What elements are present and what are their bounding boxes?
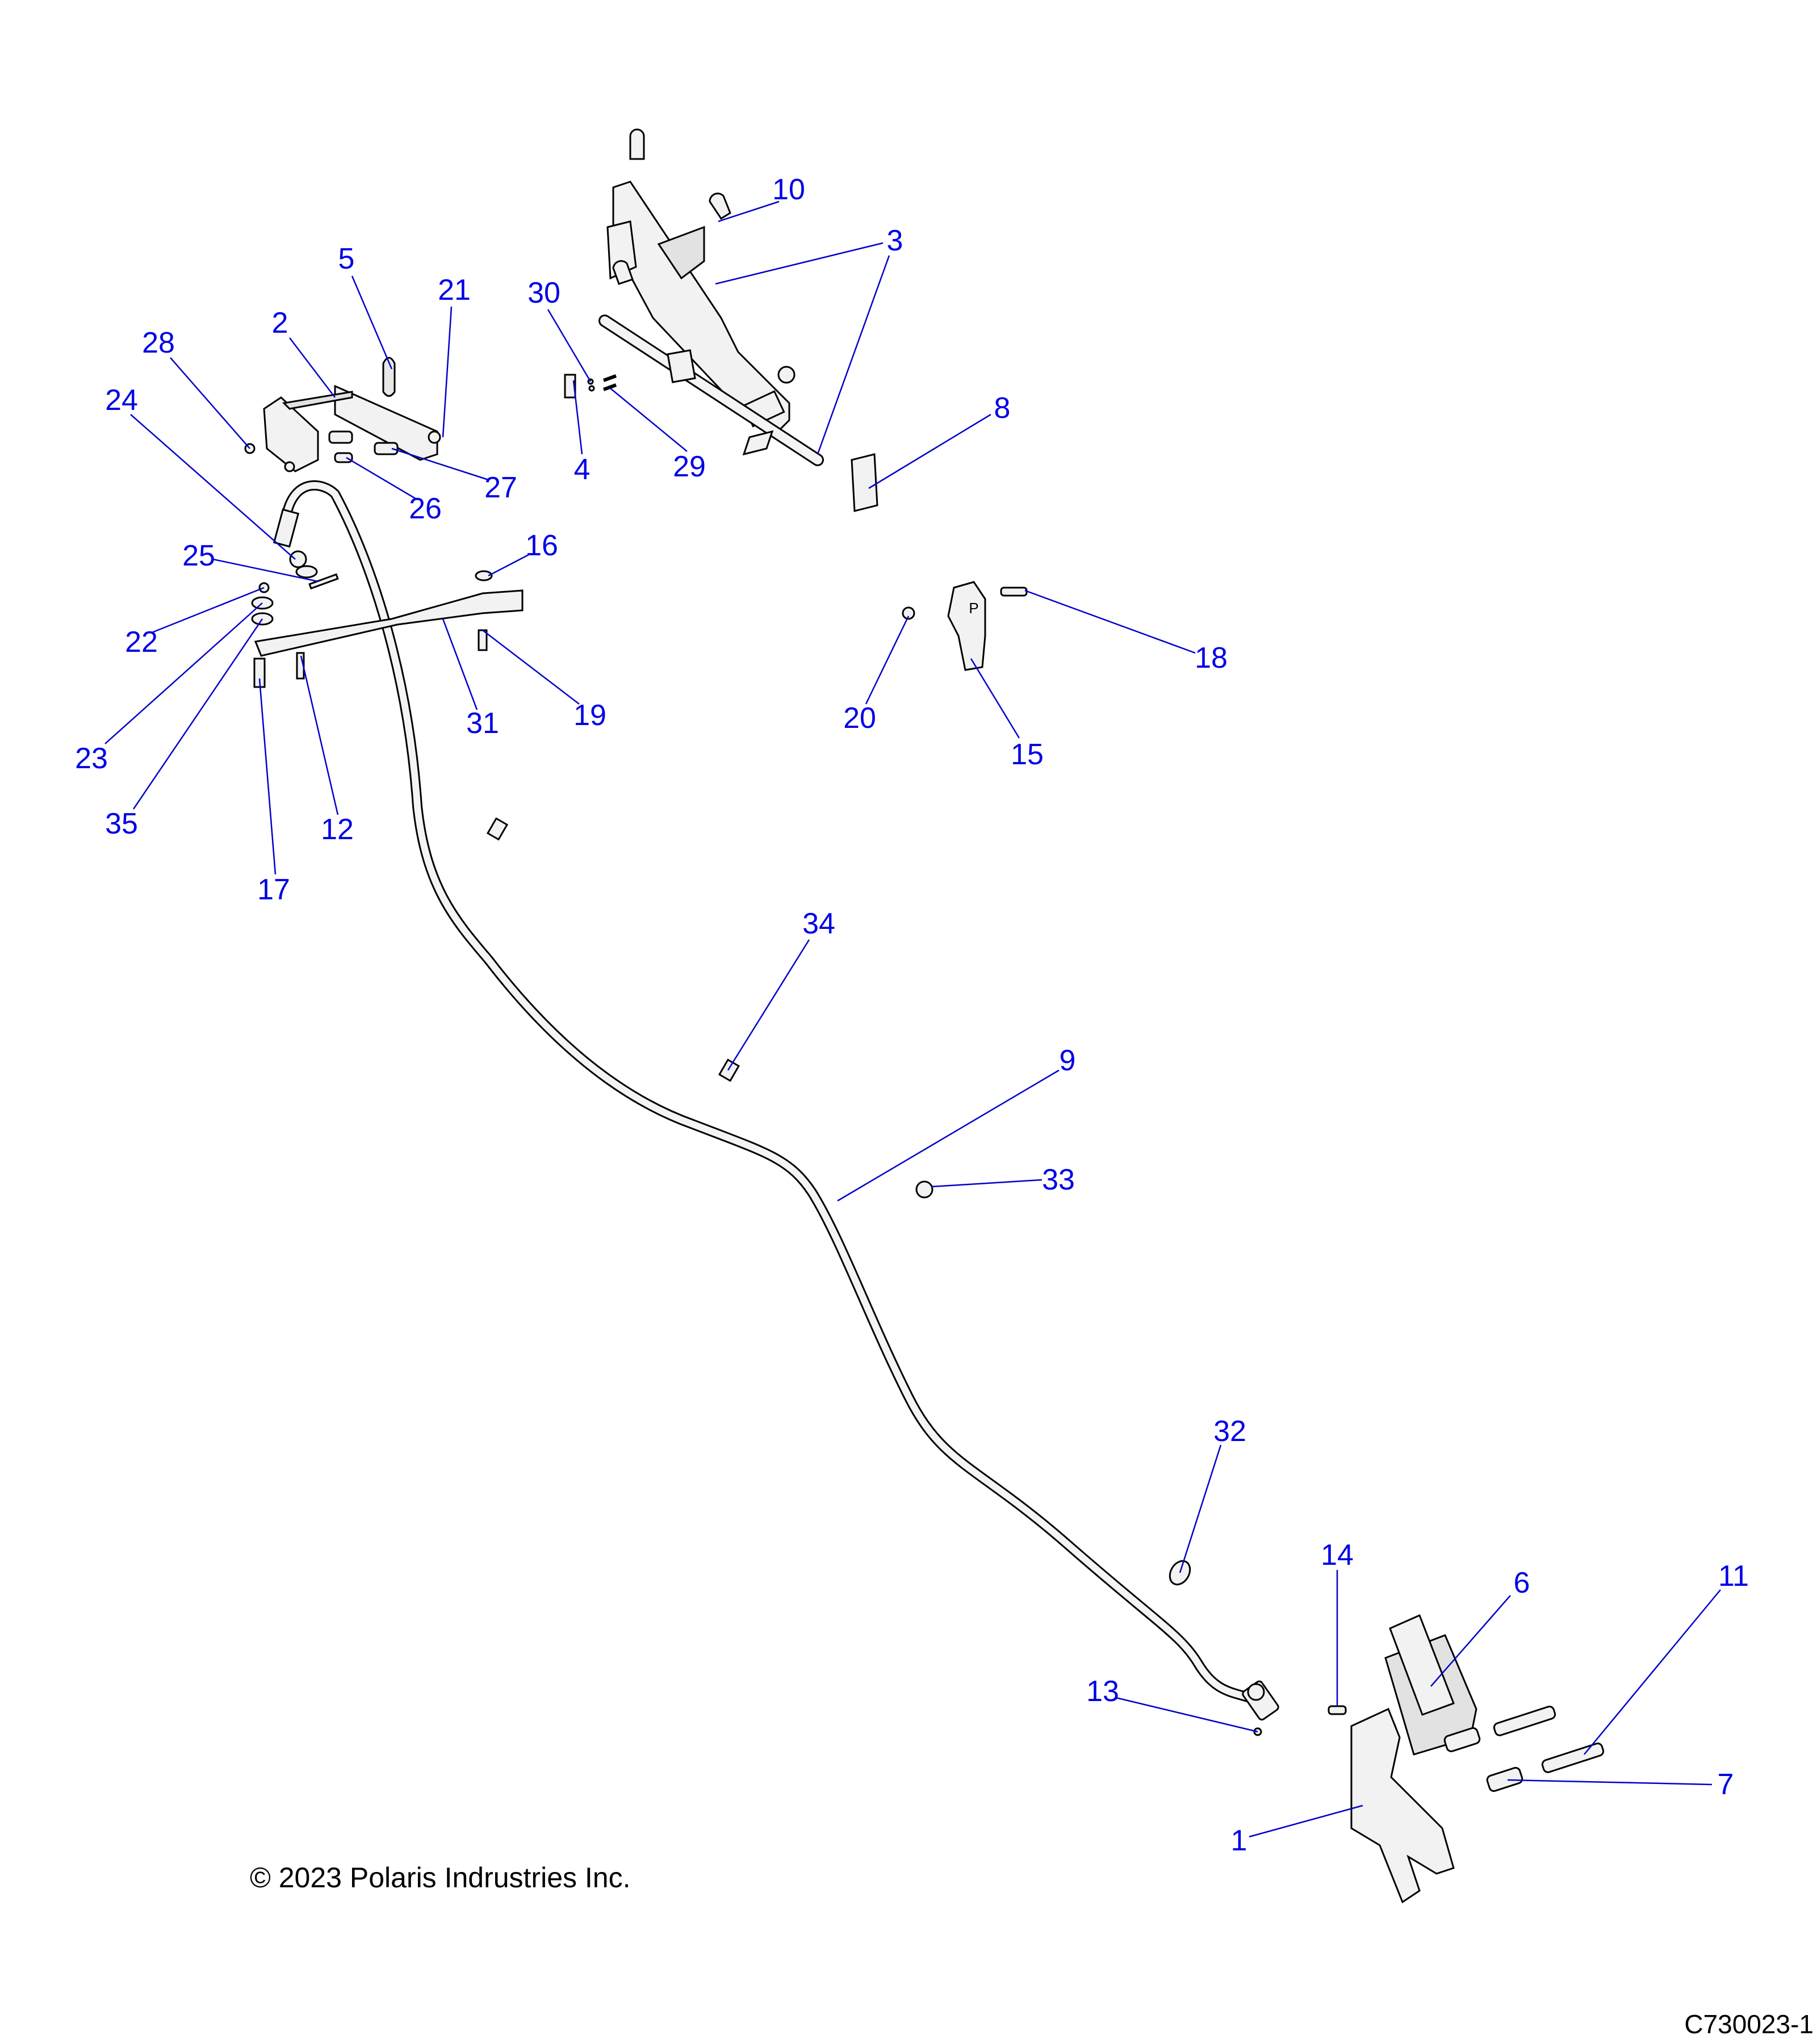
callout-2: 2 (271, 307, 288, 340)
callout-35: 35 (105, 807, 138, 840)
callout-27: 27 (484, 471, 517, 504)
callout-7: 7 (1717, 1768, 1734, 1801)
callout-11: 11 (1718, 1560, 1749, 1593)
cable-clips (486, 817, 1191, 1586)
leader-lines (104, 200, 1721, 1838)
callout-4: 4 (573, 453, 591, 486)
main-bracket (606, 128, 796, 433)
park-lever: P (902, 581, 1028, 671)
callout-34: 34 (802, 907, 835, 940)
callout-10: 10 (772, 173, 805, 206)
callout-24: 24 (105, 384, 138, 417)
brake-cable (273, 480, 1279, 1721)
callout-23: 23 (75, 742, 108, 775)
callout-12: 12 (321, 813, 354, 846)
callout-28: 28 (142, 326, 175, 359)
copyright-notice: © 2023 Polaris Indrustries Inc. (250, 1862, 631, 1894)
callout-1: 1 (1230, 1824, 1247, 1857)
small-clip-parts (564, 374, 617, 399)
park-symbol: P (969, 600, 978, 617)
callout-31: 31 (466, 707, 499, 740)
callout-26: 26 (409, 492, 442, 525)
pivot-shaft (598, 315, 824, 466)
callout-5: 5 (338, 242, 355, 275)
callout-22: 22 (125, 626, 158, 659)
callout-16: 16 (525, 529, 558, 562)
mount-bracket (244, 357, 441, 472)
callout-8: 8 (994, 392, 1011, 425)
callout-14: 14 (1321, 1539, 1354, 1572)
callout-9: 9 (1059, 1044, 1076, 1077)
callout-29: 29 (673, 450, 706, 483)
caliper-assembly (1253, 1614, 1605, 1904)
callout-19: 19 (573, 699, 606, 732)
callout-3: 3 (886, 224, 903, 257)
callout-13: 13 (1086, 1675, 1119, 1708)
brake-arm (251, 565, 524, 688)
lever-cover (851, 453, 878, 512)
callout-6: 6 (1513, 1566, 1530, 1599)
callout-18: 18 (1195, 642, 1228, 675)
callout-30: 30 (527, 277, 560, 309)
callout-21: 21 (438, 274, 471, 307)
callout-32: 32 (1213, 1415, 1246, 1448)
callout-20: 20 (843, 702, 876, 735)
callout-25: 25 (182, 539, 215, 572)
callout-17: 17 (257, 873, 290, 906)
callout-15: 15 (1011, 738, 1044, 771)
figure-code: C730023-1 (1684, 2009, 1814, 2039)
callout-33: 33 (1042, 1163, 1075, 1196)
